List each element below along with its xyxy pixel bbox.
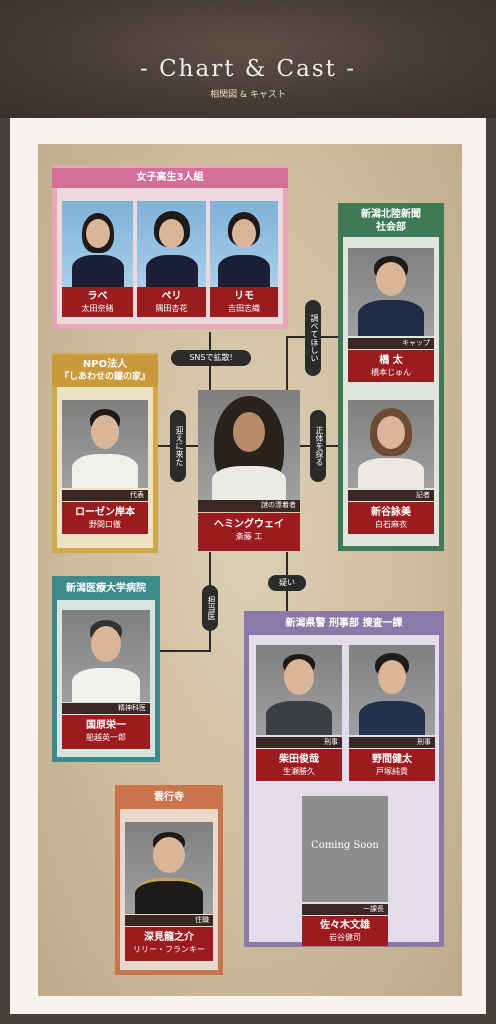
cast-name-hashi: 橋 太橋本じゅん — [348, 350, 434, 382]
relation-pickup: 迎えに来た — [170, 410, 186, 482]
relation-suspect: 疑い — [268, 575, 306, 591]
cast-name-hemingway: ヘミングウェイ斎藤 工 — [198, 513, 300, 551]
cast-photo-rabe — [62, 201, 133, 287]
cast-photo-sasaki: Coming Soon — [302, 796, 388, 902]
cast-name-shintani: 新谷詠美白石麻衣 — [348, 502, 434, 534]
group-temple-header: 雲行寺 — [115, 787, 223, 809]
group-npo-header: NPO法人『しあわせの鐘の家』 — [52, 355, 158, 387]
cast-photo-rosen — [62, 400, 148, 488]
cast-title-hashi: キャップ — [348, 338, 434, 349]
cast-name-peri: ペリ隅田杏花 — [137, 287, 206, 317]
group-newspaper-header: 新潟北陸新聞社会部 — [338, 205, 444, 237]
cast-photo-noma — [349, 645, 435, 735]
cast-title-noma: 刑事 — [349, 737, 435, 748]
cast-name-rabe: ラベ太田奈緒 — [62, 287, 133, 317]
cast-photo-peri — [137, 201, 206, 287]
cast-title-shibata: 刑事 — [256, 737, 342, 748]
cast-name-fukami: 深見龍之介リリー・フランキー — [125, 927, 213, 961]
cast-name-noma: 野間健太戸塚純貴 — [349, 749, 435, 781]
cast-title-fukami: 住職 — [125, 915, 213, 926]
relation-identity: 正体を探る — [310, 410, 326, 482]
cast-name-rosen: ローゼン岸本野間口徹 — [62, 502, 148, 534]
group-girls-header: 女子高生3人組 — [52, 168, 288, 188]
cast-title-sasaki: 一課長 — [302, 904, 388, 915]
cast-title-hemingway: 謎の漂着者 — [198, 500, 300, 512]
cast-title-kunihara: 精神科医 — [62, 703, 150, 714]
cast-photo-hemingway — [198, 390, 300, 500]
relation-doctor: 担当医 — [202, 585, 218, 631]
page-header — [0, 0, 496, 118]
cast-title-rosen: 代表 — [62, 490, 148, 501]
page-title: - Chart & Cast - — [140, 56, 356, 82]
cast-photo-hashi — [348, 248, 434, 336]
cast-name-shibata: 柴田俊哉生瀬勝久 — [256, 749, 342, 781]
cast-name-kunihara: 国原栄一船越英一郎 — [62, 715, 150, 749]
cast-name-sasaki: 佐々木文雄岩谷健司 — [302, 916, 388, 946]
cast-photo-rimo — [210, 201, 278, 287]
cast-photo-fukami — [125, 822, 213, 914]
connector-line — [286, 338, 288, 390]
relation-sns: SNSで拡散! — [171, 350, 251, 366]
group-hospital-header: 新潟医療大学病院 — [52, 578, 160, 600]
relation-investigate: 調べてほしい — [305, 300, 321, 376]
group-police-header: 新潟県警 刑事部 捜査一課 — [244, 613, 444, 635]
cast-photo-kunihara — [62, 610, 150, 702]
coming-soon-label: Coming Soon — [311, 840, 379, 851]
connector-line — [160, 650, 211, 652]
cast-photo-shibata — [256, 645, 342, 735]
cast-title-shintani: 記者 — [348, 490, 434, 501]
page-subtitle: 相関図 & キャスト — [210, 90, 286, 100]
cast-photo-shintani — [348, 400, 434, 488]
cast-name-rimo: リモ吉田志織 — [210, 287, 278, 317]
